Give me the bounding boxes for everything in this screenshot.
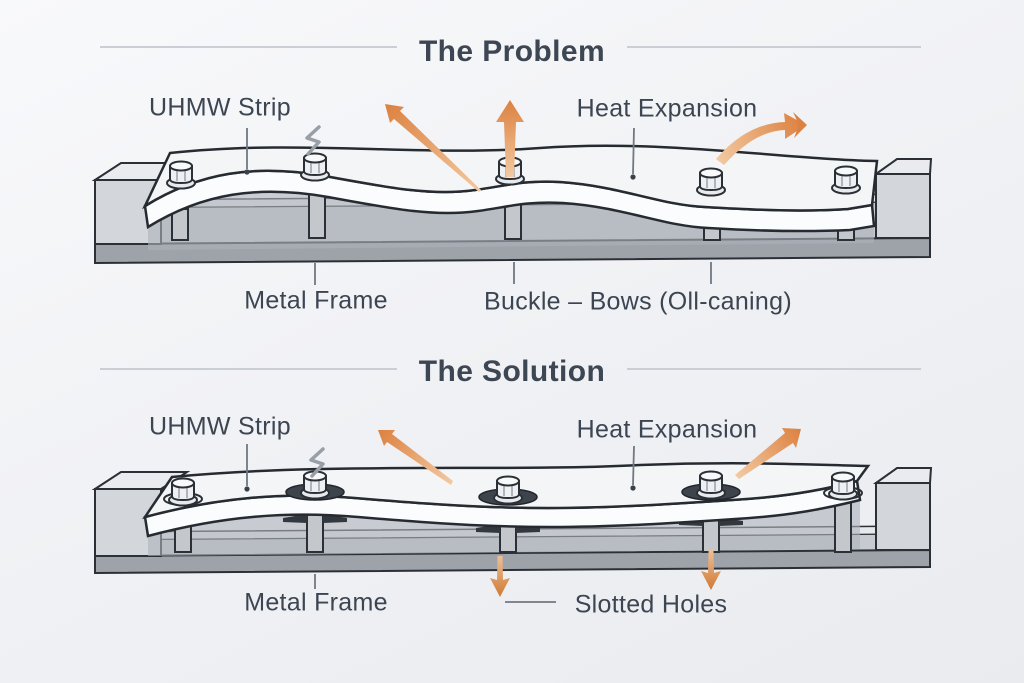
bolt-icon [696,167,726,197]
leader-dot [630,174,636,180]
leader-line [246,444,635,603]
bolt-icon [831,165,861,195]
bolt-icon [168,477,198,507]
bolt-icon [300,152,330,182]
expansion-arrow-up-right-icon [735,428,801,479]
buckle-bows-label: Buckle – Bows (Oll-caning) [484,287,792,316]
slotted-hole-down-arrow-icon [490,556,510,597]
problem-metal-frame-label: Metal Frame [244,286,388,315]
bolt-icon [696,470,726,500]
solution-uhmw-strip-label: UHMW Strip [149,412,291,441]
problem-standoffs [171,193,855,241]
problem-title: The Problem [418,35,606,68]
expansion-arrow-up-left-icon [378,430,453,485]
bolt-icon [493,475,523,505]
problem-heat-expansion-label: Heat Expansion [576,94,758,123]
leader-dot [244,486,250,492]
solution-title: The Solution [418,355,606,388]
solution-metal-frame-label: Metal Frame [244,588,388,617]
slotted-holes-label: Slotted Holes [574,590,728,619]
bolt-icon [828,471,858,501]
expansion-arrow-up-left-icon [385,104,481,192]
expansion-arrow-up-icon [496,100,524,177]
heat-squiggle-icon [305,125,321,156]
slotted-hole-down-arrow-icon [701,550,721,590]
leader-dot [244,169,250,175]
heat-squiggle-icon [309,447,325,478]
divider-line [100,46,921,370]
leader-dot [630,485,636,491]
expansion-arrow-curved-right-icon [716,113,806,165]
leader-line [246,127,712,285]
expansion-arrow-chevron-icon [793,112,807,138]
solution-heat-expansion-label: Heat Expansion [576,415,758,444]
bolt-icon [300,470,330,500]
problem-uhmw-strip-label: UHMW Strip [149,93,291,122]
bolt-icon [166,160,196,190]
